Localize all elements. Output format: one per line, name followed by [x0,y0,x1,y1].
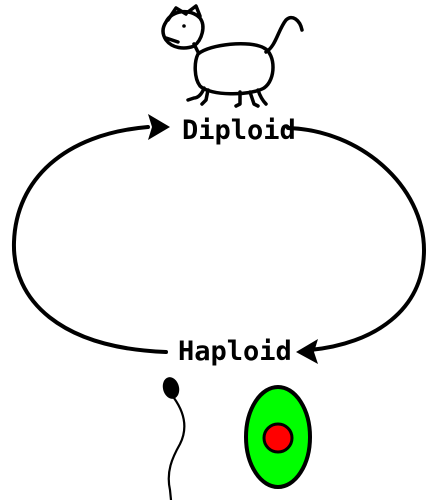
label-haploid: Haploid [178,336,292,367]
arrowhead-diploid [148,114,170,140]
label-diploid: Diploid [182,115,296,146]
arrow-diploid-to-haploid [288,128,424,350]
sperm-cell-icon [160,375,184,500]
arrow-haploid-to-diploid [14,127,166,352]
dog-icon [163,6,302,106]
egg-cell-icon [246,387,310,487]
